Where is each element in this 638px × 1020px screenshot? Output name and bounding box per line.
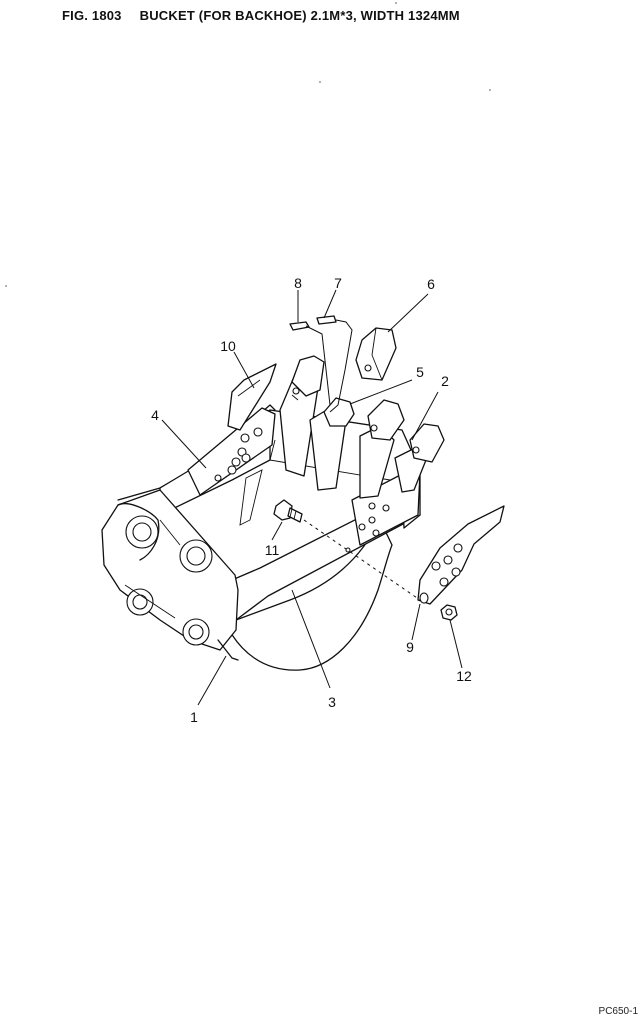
bolt [273,499,421,601]
figure-number: FIG. 1803 [62,8,122,23]
callout-12: 12 [456,668,472,684]
callout-3: 3 [328,694,336,710]
callout-7: 7 [334,275,342,291]
side-cutter-right [417,505,505,605]
callout-labels: 1 2 3 4 5 6 7 8 9 10 11 12 [151,275,472,725]
side-plate-left [187,407,276,496]
nut [440,604,458,621]
callout-8: 8 [294,275,302,291]
drawing-code: PC650-1 [598,1006,638,1017]
pin-and-lock [289,315,353,413]
callout-6: 6 [427,276,435,292]
callout-9: 9 [406,639,414,655]
spare-tooth [355,327,397,381]
callout-10: 10 [220,338,236,354]
side-cutter-left [227,363,277,431]
callout-11: 11 [265,542,280,558]
scan-specks [5,2,491,287]
callout-2: 2 [441,373,449,389]
callout-1: 1 [190,709,198,725]
bucket-teeth [291,355,445,463]
leader-lines [161,289,463,706]
figure-description: BUCKET (FOR BACKHOE) 2.1M*3, WIDTH 1324M… [139,8,460,23]
callout-5: 5 [416,364,424,380]
callout-4: 4 [151,407,159,423]
figure-title: FIG. 1803 BUCKET (FOR BACKHOE) 2.1M*3, WI… [62,8,460,23]
hinge-boss-assembly [101,489,239,661]
